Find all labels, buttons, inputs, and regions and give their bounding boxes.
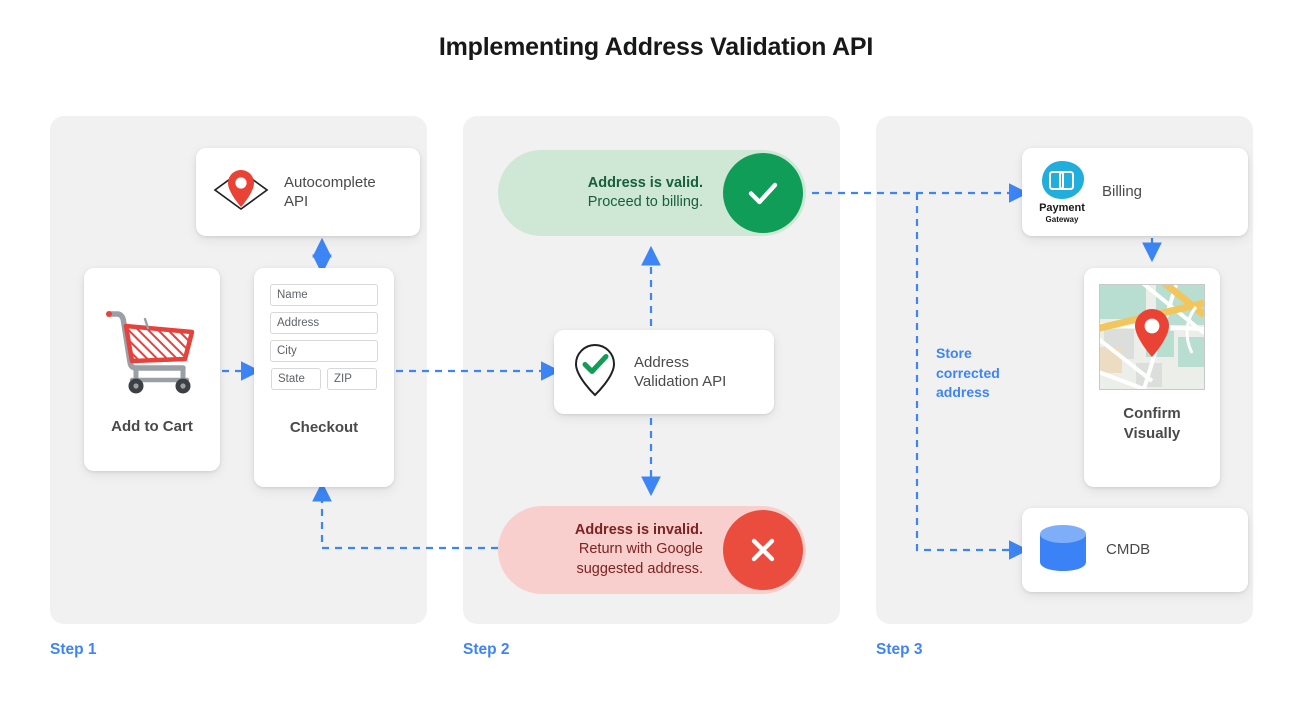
add-to-cart-label: Add to Cart [111, 418, 193, 436]
shopping-cart-icon [99, 302, 205, 403]
address-invalid-pill: Address is invalid. Return with Google s… [498, 506, 806, 594]
checkout-label: Checkout [289, 419, 359, 436]
add-to-cart-card[interactable]: Add to Cart [84, 268, 220, 471]
map-thumbnail-icon [1099, 284, 1205, 390]
map-pin-diamond-icon [210, 162, 272, 223]
billing-label: Billing [1102, 183, 1143, 201]
check-icon [723, 153, 803, 233]
confirm-visually-label: Confirm Visually [1123, 405, 1181, 442]
payment-gateway-logo-icon: Payment Gateway [1036, 158, 1088, 225]
autocomplete-api-card[interactable]: Autocomplete API [196, 148, 420, 236]
city-field[interactable]: City [270, 340, 378, 362]
invalid-line-3: suggested address. [576, 560, 703, 577]
step-3-label: Step 3 [876, 641, 923, 658]
valid-line-2: Proceed to billing. [587, 194, 703, 210]
address-validation-api-card[interactable]: Address Validation API [554, 330, 774, 414]
map-pin-check-icon [566, 339, 624, 406]
address-field[interactable]: Address [270, 312, 378, 334]
zip-field[interactable]: ZIP [327, 368, 377, 390]
page-title: Implementing Address Validation API [438, 33, 874, 61]
close-icon [723, 510, 803, 590]
address-valid-text: Address is valid. Proceed to billing. [498, 174, 723, 212]
step-2-label: Step 2 [463, 641, 510, 658]
address-validation-api-label: Address Validation API [634, 353, 727, 391]
payment-logo-line-2: Gateway [1045, 215, 1079, 225]
valid-line-1: Address is valid. [587, 174, 703, 191]
step-1-label: Step 1 [50, 641, 97, 658]
invalid-line-1: Address is invalid. [574, 522, 703, 539]
database-icon [1036, 522, 1090, 579]
cmdb-card[interactable]: CMDB [1022, 508, 1248, 592]
state-zip-row: State ZIP [271, 368, 377, 396]
billing-card[interactable]: Payment Gateway Billing [1022, 148, 1248, 236]
confirm-visually-card[interactable]: Confirm Visually [1084, 268, 1220, 487]
cmdb-label: CMDB [1106, 541, 1151, 559]
address-valid-pill: Address is valid. Proceed to billing. [498, 150, 806, 236]
autocomplete-api-label: Autocomplete API [284, 173, 376, 211]
payment-logo-line-1: Payment [1039, 202, 1085, 215]
state-field[interactable]: State [271, 368, 321, 390]
checkout-card[interactable]: Name Address City State ZIP Checkout [254, 268, 394, 487]
store-corrected-address-label: Store corrected address [936, 345, 1000, 401]
invalid-line-2: Return with Google [578, 541, 703, 558]
address-invalid-text: Address is invalid. Return with Google s… [498, 521, 723, 578]
name-field[interactable]: Name [270, 284, 378, 306]
